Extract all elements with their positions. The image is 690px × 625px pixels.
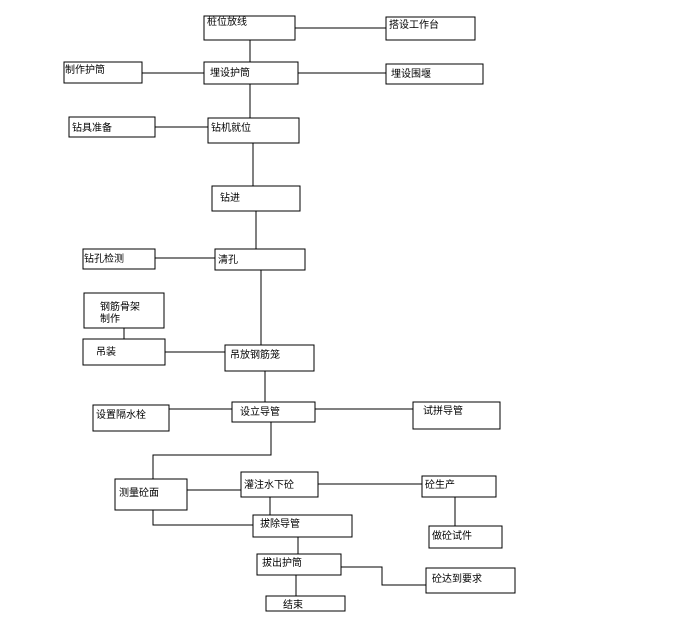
node-hole-cleaning: 清孔 (214, 248, 306, 271)
node-label: 砼达到要求 (432, 572, 482, 585)
node-label: 灌注水下砼 (244, 478, 294, 491)
node-label: 拔除导管 (260, 517, 300, 530)
connectors (123, 27, 456, 596)
node-finish: 结束 (265, 595, 346, 612)
node-label: 拔出护筒 (262, 556, 302, 569)
node-label: 测量砼面 (119, 486, 159, 499)
node-label: 设立导管 (240, 405, 280, 418)
node-cage-fabrication: 钢筋骨架 制作 (83, 292, 165, 329)
node-lower-cage: 吊放钢筋笼 (224, 344, 315, 372)
node-label: 制作 (100, 312, 120, 325)
node-label: 钻孔检测 (84, 252, 124, 265)
node-label: 钻机就位 (211, 121, 251, 134)
node-label: 钢筋骨架 (100, 300, 140, 313)
node-label: 设置隔水栓 (96, 408, 146, 421)
node-water-plug: 设置隔水栓 (92, 404, 170, 432)
node-make-casing: 制作护筒 (63, 61, 143, 84)
node-label: 搭设工作台 (389, 18, 439, 31)
node-measure-surface: 测量砼面 (114, 478, 188, 511)
node-label: 做砼试件 (432, 529, 472, 542)
node-work-platform: 搭设工作台 (385, 16, 476, 41)
node-pile-layout: 桩位放线 (203, 15, 296, 41)
node-concrete-requirement: 砼达到要求 (425, 567, 516, 594)
node-hole-inspection: 钻孔检测 (82, 248, 156, 270)
node-drill-tools: 钻具准备 (68, 116, 156, 138)
node-concrete-specimen: 做砼试件 (428, 525, 503, 549)
node-label: 钻具准备 (72, 121, 112, 134)
node-pour-concrete: 灌注水下砼 (240, 471, 319, 498)
node-label: 制作护筒 (65, 63, 105, 76)
node-label: 桩位放线 (207, 15, 247, 28)
node-hoisting: 吊装 (82, 338, 166, 366)
node-label: 埋设护筒 (210, 66, 250, 79)
node-remove-tremie: 拔除导管 (252, 514, 353, 538)
node-drilling: 钻进 (211, 185, 301, 212)
node-set-tremie: 设立导管 (231, 401, 316, 423)
node-label: 清孔 (218, 253, 238, 266)
node-label: 埋设围堰 (391, 68, 431, 80)
node-rig-position: 钻机就位 (207, 117, 300, 144)
node-label: 砼生产 (425, 478, 455, 491)
connector (341, 566, 426, 586)
node-bury-cofferdam: 埋设围堰 (385, 63, 484, 85)
node-trial-tremie: 试拼导管 (412, 401, 501, 430)
node-label: 吊装 (96, 345, 116, 358)
node-label: 吊放钢筋笼 (230, 348, 280, 361)
node-bury-casing: 埋设护筒 (203, 61, 299, 85)
connector (152, 510, 253, 526)
node-label: 钻进 (220, 191, 240, 204)
connector (152, 422, 272, 479)
node-concrete-production: 砼生产 (421, 475, 497, 498)
node-pull-casing: 拔出护筒 (256, 553, 342, 576)
node-label: 结束 (283, 598, 303, 611)
node-label: 试拼导管 (423, 404, 463, 417)
